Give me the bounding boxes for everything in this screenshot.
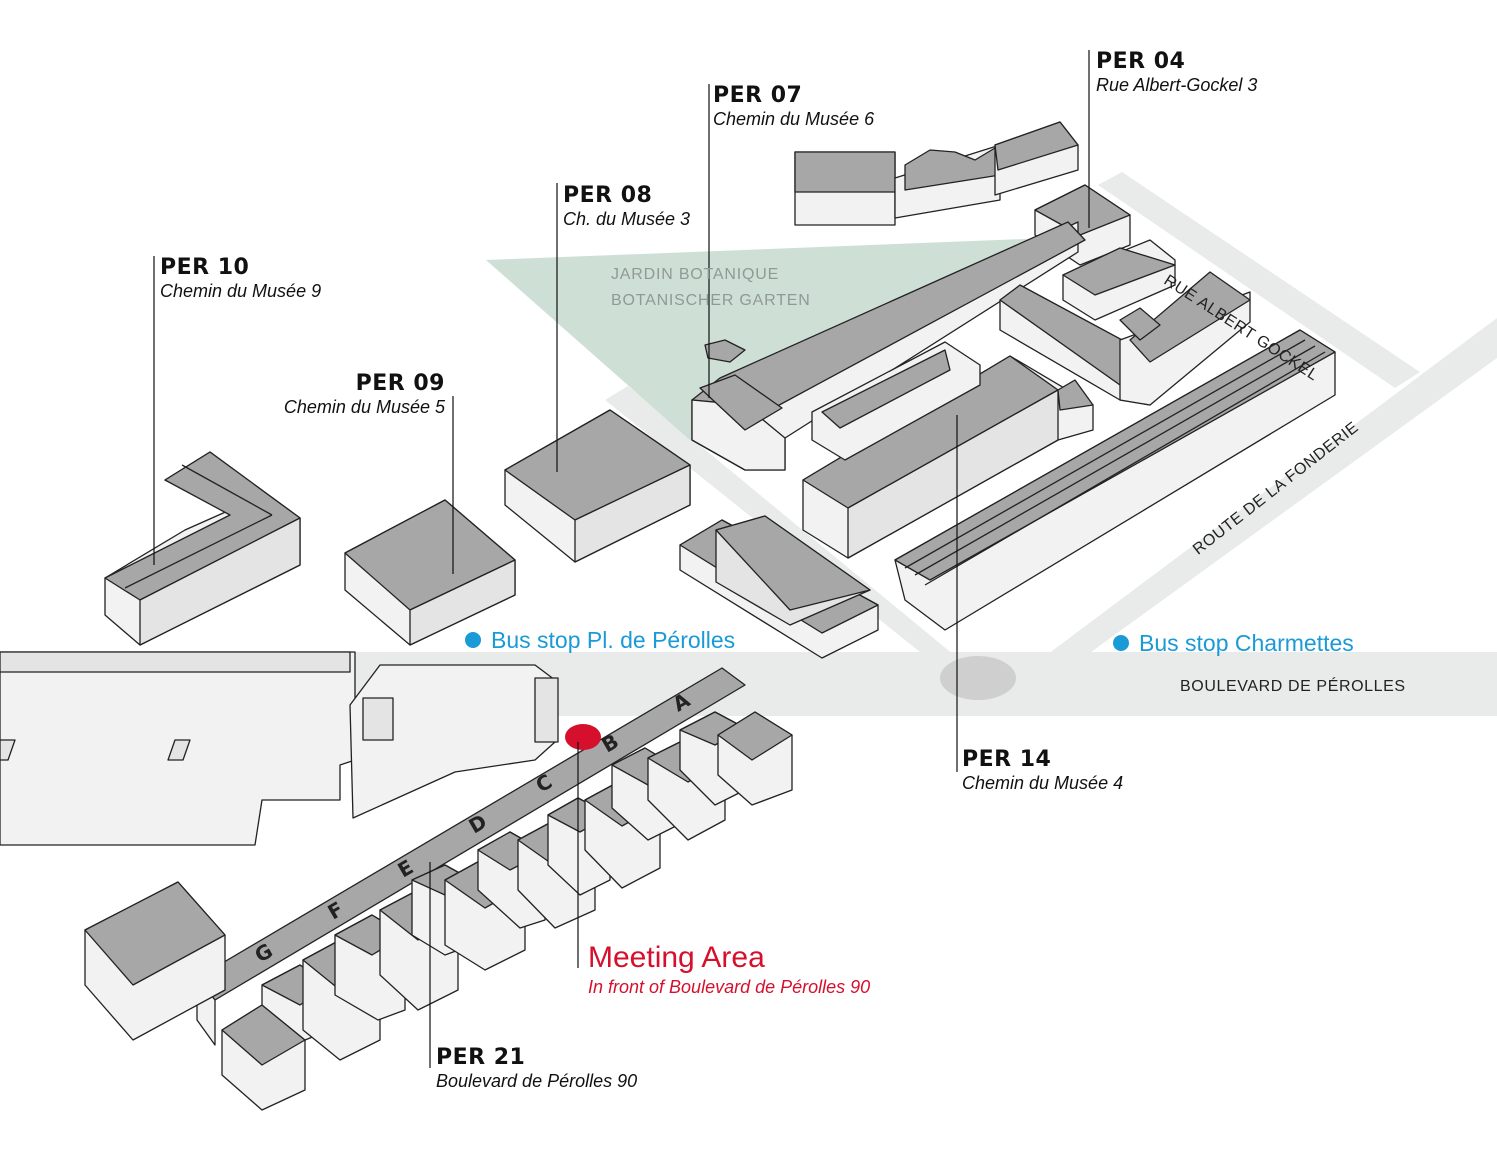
buildings-perolles-west: [0, 651, 559, 846]
route-de-la-fonderie-road: [1040, 318, 1497, 660]
label-per04: PER 04 Rue Albert-Gockel 3: [1096, 50, 1257, 96]
per14-address: Chemin du Musée 4: [962, 773, 1124, 793]
label-per14: PER 14 Chemin du Musée 4: [962, 748, 1123, 794]
building-fonderie-hall: [894, 329, 1336, 631]
leader-lines: [153, 50, 1090, 1068]
bus-stop-dot-icon: [1113, 634, 1129, 651]
bus-stop-place-de-perolles: Bus stop Pl. de Pérolles: [465, 627, 735, 654]
per04-address: Rue Albert-Gockel 3: [1096, 75, 1258, 95]
per10-address: Chemin du Musée 9: [160, 281, 322, 301]
meeting-subtitle: In front of Boulevard de Pérolles 90: [588, 977, 871, 997]
per21-address: Boulevard de Pérolles 90: [436, 1071, 638, 1091]
building-per14: [802, 341, 1094, 559]
bus-stop-label: Bus stop Charmettes: [1139, 630, 1354, 656]
bus-stop-charmettes: Bus stop Charmettes: [1113, 630, 1354, 657]
bus-stop-dot-icon: [465, 631, 481, 648]
per10-code: PER 10: [160, 255, 250, 280]
per07-code: PER 07: [713, 83, 803, 108]
per07-address: Chemin du Musée 6: [713, 109, 875, 129]
courtyard-buildings: [999, 239, 1251, 406]
chemin-du-musee-road: [605, 386, 960, 660]
label-per09: PER 09 Chemin du Musée 5: [245, 372, 445, 418]
label-per07: PER 07 Chemin du Musée 6: [713, 84, 874, 130]
building-per07: [691, 221, 1086, 471]
building-per09: [344, 499, 516, 646]
building-per10: [104, 451, 301, 646]
garden-name-de: BOTANISCHER GARTEN: [611, 292, 811, 309]
bus-stop-label: Bus stop Pl. de Pérolles: [491, 627, 736, 653]
label-botanical-garden: JARDIN BOTANIQUE BOTANISCHER GARTEN: [611, 262, 811, 314]
rue-albert-gockel-road: [1098, 172, 1420, 388]
roundabout: [940, 656, 1016, 700]
label-per10: PER 10 Chemin du Musée 9: [160, 256, 321, 302]
building-per21: [84, 667, 793, 1111]
per21-code: PER 21: [436, 1045, 526, 1070]
label-per08: PER 08 Ch. du Musée 3: [563, 184, 690, 230]
per14-code: PER 14: [962, 747, 1052, 772]
per09-address: Chemin du Musée 5: [283, 397, 445, 417]
meeting-point-marker: [565, 724, 601, 750]
garden-name-fr: JARDIN BOTANIQUE: [611, 266, 780, 283]
label-meeting-area: Meeting Area In front of Boulevard de Pé…: [588, 941, 870, 999]
label-per21: PER 21 Boulevard de Pérolles 90: [436, 1046, 637, 1092]
label-boulevard-de-perolles: BOULEVARD DE PÉROLLES: [1180, 678, 1406, 695]
per08-address: Ch. du Musée 3: [563, 209, 691, 229]
per09-code: PER 09: [355, 371, 445, 396]
botanical-garden-area: [486, 238, 1050, 440]
per08-code: PER 08: [563, 183, 653, 208]
building-middle: [679, 515, 879, 659]
building-per08: [504, 409, 691, 563]
meeting-title: Meeting Area: [588, 941, 765, 974]
per04-code: PER 04: [1096, 49, 1186, 74]
